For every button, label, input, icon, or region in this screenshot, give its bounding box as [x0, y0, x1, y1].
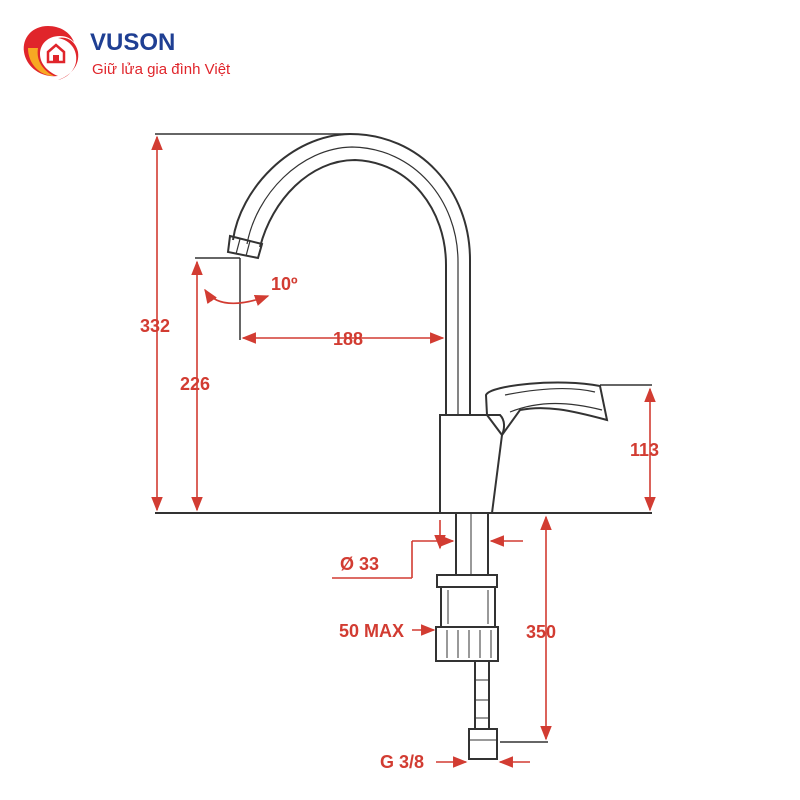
spout-outer: [232, 132, 471, 415]
label-hose-length: 350: [526, 622, 556, 642]
label-handle-height: 113: [630, 440, 659, 460]
dimension-lines: [151, 133, 656, 768]
label-shank-diameter: Ø 33: [340, 554, 379, 574]
brand-name: VUSON: [90, 29, 175, 56]
label-spout-reach: 188: [333, 329, 363, 349]
spout-inner: [259, 158, 447, 415]
spout-center: [246, 146, 459, 415]
mounting-nut: [440, 586, 496, 628]
hose-connector: [468, 728, 498, 760]
label-total-height: 332: [140, 316, 170, 336]
shank: [455, 512, 489, 576]
lock-nut: [435, 626, 499, 662]
faucet-body: [439, 414, 506, 514]
dimension-labels: 332 226 10º 188 113 Ø 33 50 MAX 350 G 3/…: [140, 274, 659, 772]
brand-tagline: Giữ lửa gia đình Việt: [92, 61, 231, 78]
label-spout-height: 226: [180, 374, 210, 394]
label-thread: G 3/8: [380, 752, 424, 772]
dim-angle-10: [204, 288, 270, 306]
logo-mark-icon: [23, 26, 79, 80]
mounting-nut-top: [436, 574, 498, 588]
label-max-thickness: 50 MAX: [339, 621, 404, 641]
faucet-outline: [155, 132, 652, 760]
lever-handle: [484, 381, 609, 437]
spout-aerator: [226, 234, 264, 260]
label-spout-angle: 10º: [271, 274, 298, 294]
brand-logo: VUSON Giữ lửa gia đình Việt: [23, 26, 231, 80]
flex-hose: [474, 660, 490, 730]
